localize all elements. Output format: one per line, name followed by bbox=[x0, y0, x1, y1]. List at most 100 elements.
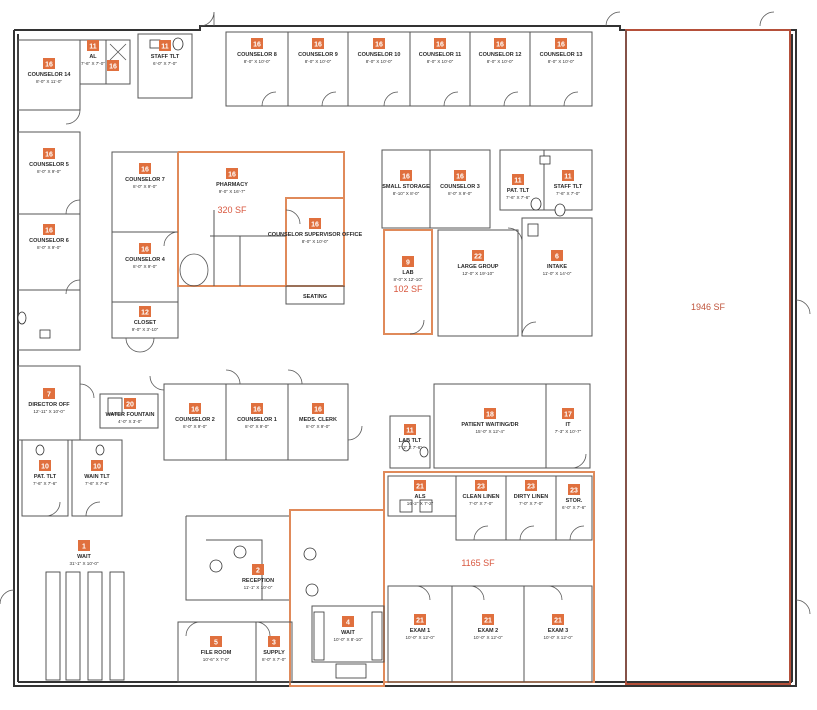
room-dimensions: 10'-0" X 12'-0" bbox=[543, 635, 572, 640]
room-name: COUNSELOR SUPERVISOR OFFICE bbox=[268, 232, 363, 238]
room-number: 16 bbox=[228, 172, 236, 179]
room-dimensions: 8'-0" X 9'-0" bbox=[37, 245, 61, 250]
room-name: IT bbox=[566, 422, 572, 428]
room-number: 16 bbox=[253, 407, 261, 414]
room-number: 11 bbox=[514, 178, 522, 185]
room-number-badge bbox=[484, 408, 496, 419]
room-dimensions: 7'-3" X 10'-7" bbox=[555, 429, 582, 434]
room-name: EXAM 1 bbox=[410, 628, 430, 634]
room-number-badge bbox=[312, 403, 324, 414]
room-name: COUNSELOR 11 bbox=[419, 52, 461, 58]
room-number-badge bbox=[124, 398, 136, 409]
room-number-badge bbox=[252, 564, 264, 575]
room-number-badge bbox=[251, 38, 263, 49]
room-dimensions: 15'-0" X 12'-4" bbox=[475, 429, 504, 434]
room-number: 11 bbox=[564, 174, 572, 181]
room-dimensions: 8'-0" X 10'-0" bbox=[366, 59, 393, 64]
room-name: FILE ROOM bbox=[201, 650, 232, 656]
room-number-badge bbox=[400, 170, 412, 181]
room-dimensions: 16'-2" X 7'-2" bbox=[407, 501, 434, 506]
room-number-badge bbox=[43, 58, 55, 69]
room-number: 16 bbox=[191, 407, 199, 414]
room-dimensions: 8'-0" X 10'-0" bbox=[427, 59, 454, 64]
room-number-badge bbox=[251, 403, 263, 414]
lower-left-block bbox=[21, 439, 125, 681]
room-dimensions: 6'-0" X 7'-0" bbox=[153, 61, 177, 66]
room-name: LAB bbox=[402, 270, 413, 276]
room-number: 22 bbox=[474, 254, 482, 261]
room-number-badge bbox=[472, 250, 484, 261]
room-dimensions: 7'-6" X 7'-0" bbox=[81, 61, 105, 66]
room-number-badge bbox=[562, 170, 574, 181]
area-label-1946: 1946 SF bbox=[691, 302, 726, 312]
room-number: 17 bbox=[564, 412, 572, 419]
waiting-seating bbox=[45, 571, 125, 681]
room-number-badge bbox=[159, 40, 171, 51]
room-dimensions: 8'-0" X 10'-0" bbox=[244, 59, 271, 64]
room-number-badge bbox=[482, 614, 494, 625]
room-name: RECEPTION bbox=[242, 578, 274, 584]
room-name: SEATING bbox=[303, 294, 327, 300]
room-name: COUNSELOR 9 bbox=[298, 52, 338, 58]
room-dimensions: 7'-0" X 7'-0" bbox=[469, 501, 493, 506]
room-number-badge bbox=[555, 38, 567, 49]
room-number: 16 bbox=[436, 42, 444, 49]
room-name: SUPPLY bbox=[263, 650, 285, 656]
room-name: PHARMACY bbox=[216, 182, 248, 188]
room-r47: 16 bbox=[107, 60, 119, 71]
room-number-badge bbox=[210, 636, 222, 647]
room-number-badge bbox=[91, 460, 103, 471]
room-number: 1 bbox=[82, 544, 86, 551]
room-number-badge bbox=[562, 408, 574, 419]
room-number: 16 bbox=[141, 167, 149, 174]
room-number: 16 bbox=[375, 42, 383, 49]
room-name: COUNSELOR 1 bbox=[237, 417, 277, 423]
room-number: 16 bbox=[314, 42, 322, 49]
room-number: 5 bbox=[214, 640, 218, 647]
room-dimensions: 10'-0" X 12'-0" bbox=[473, 635, 502, 640]
room-number-badge bbox=[43, 388, 55, 399]
room-dimensions: 8'-0" X 9'-0" bbox=[245, 424, 269, 429]
room-dimensions: 7'-0" X 7'-0" bbox=[519, 501, 543, 506]
room-dimensions: 12'-11" X 10'-0" bbox=[33, 409, 65, 414]
room-number-badge bbox=[39, 460, 51, 471]
room-name: COUNSELOR 13 bbox=[540, 52, 583, 58]
room-number: 23 bbox=[477, 484, 485, 491]
room-number-badge bbox=[139, 163, 151, 174]
room-number-badge bbox=[139, 306, 151, 317]
room-dimensions: 31'-1" X 10'-0" bbox=[69, 561, 98, 566]
room-dimensions: 8'-0" X 9'-0" bbox=[133, 184, 157, 189]
room-name: PAT. TLT bbox=[507, 188, 530, 194]
room-name: COUNSELOR 8 bbox=[237, 52, 277, 58]
room-name: COUNSELOR 2 bbox=[175, 417, 215, 423]
room-dimensions: 4'-0" X 3'-0" bbox=[118, 419, 142, 424]
room-dimensions: 8'-0" X 10'-0" bbox=[548, 59, 575, 64]
room-name: ALS bbox=[415, 494, 426, 500]
room-dimensions: 10'-0" X 12'-0" bbox=[405, 635, 434, 640]
room-number: 21 bbox=[484, 618, 492, 625]
room-number-badge bbox=[475, 480, 487, 491]
room-number: 16 bbox=[45, 228, 53, 235]
